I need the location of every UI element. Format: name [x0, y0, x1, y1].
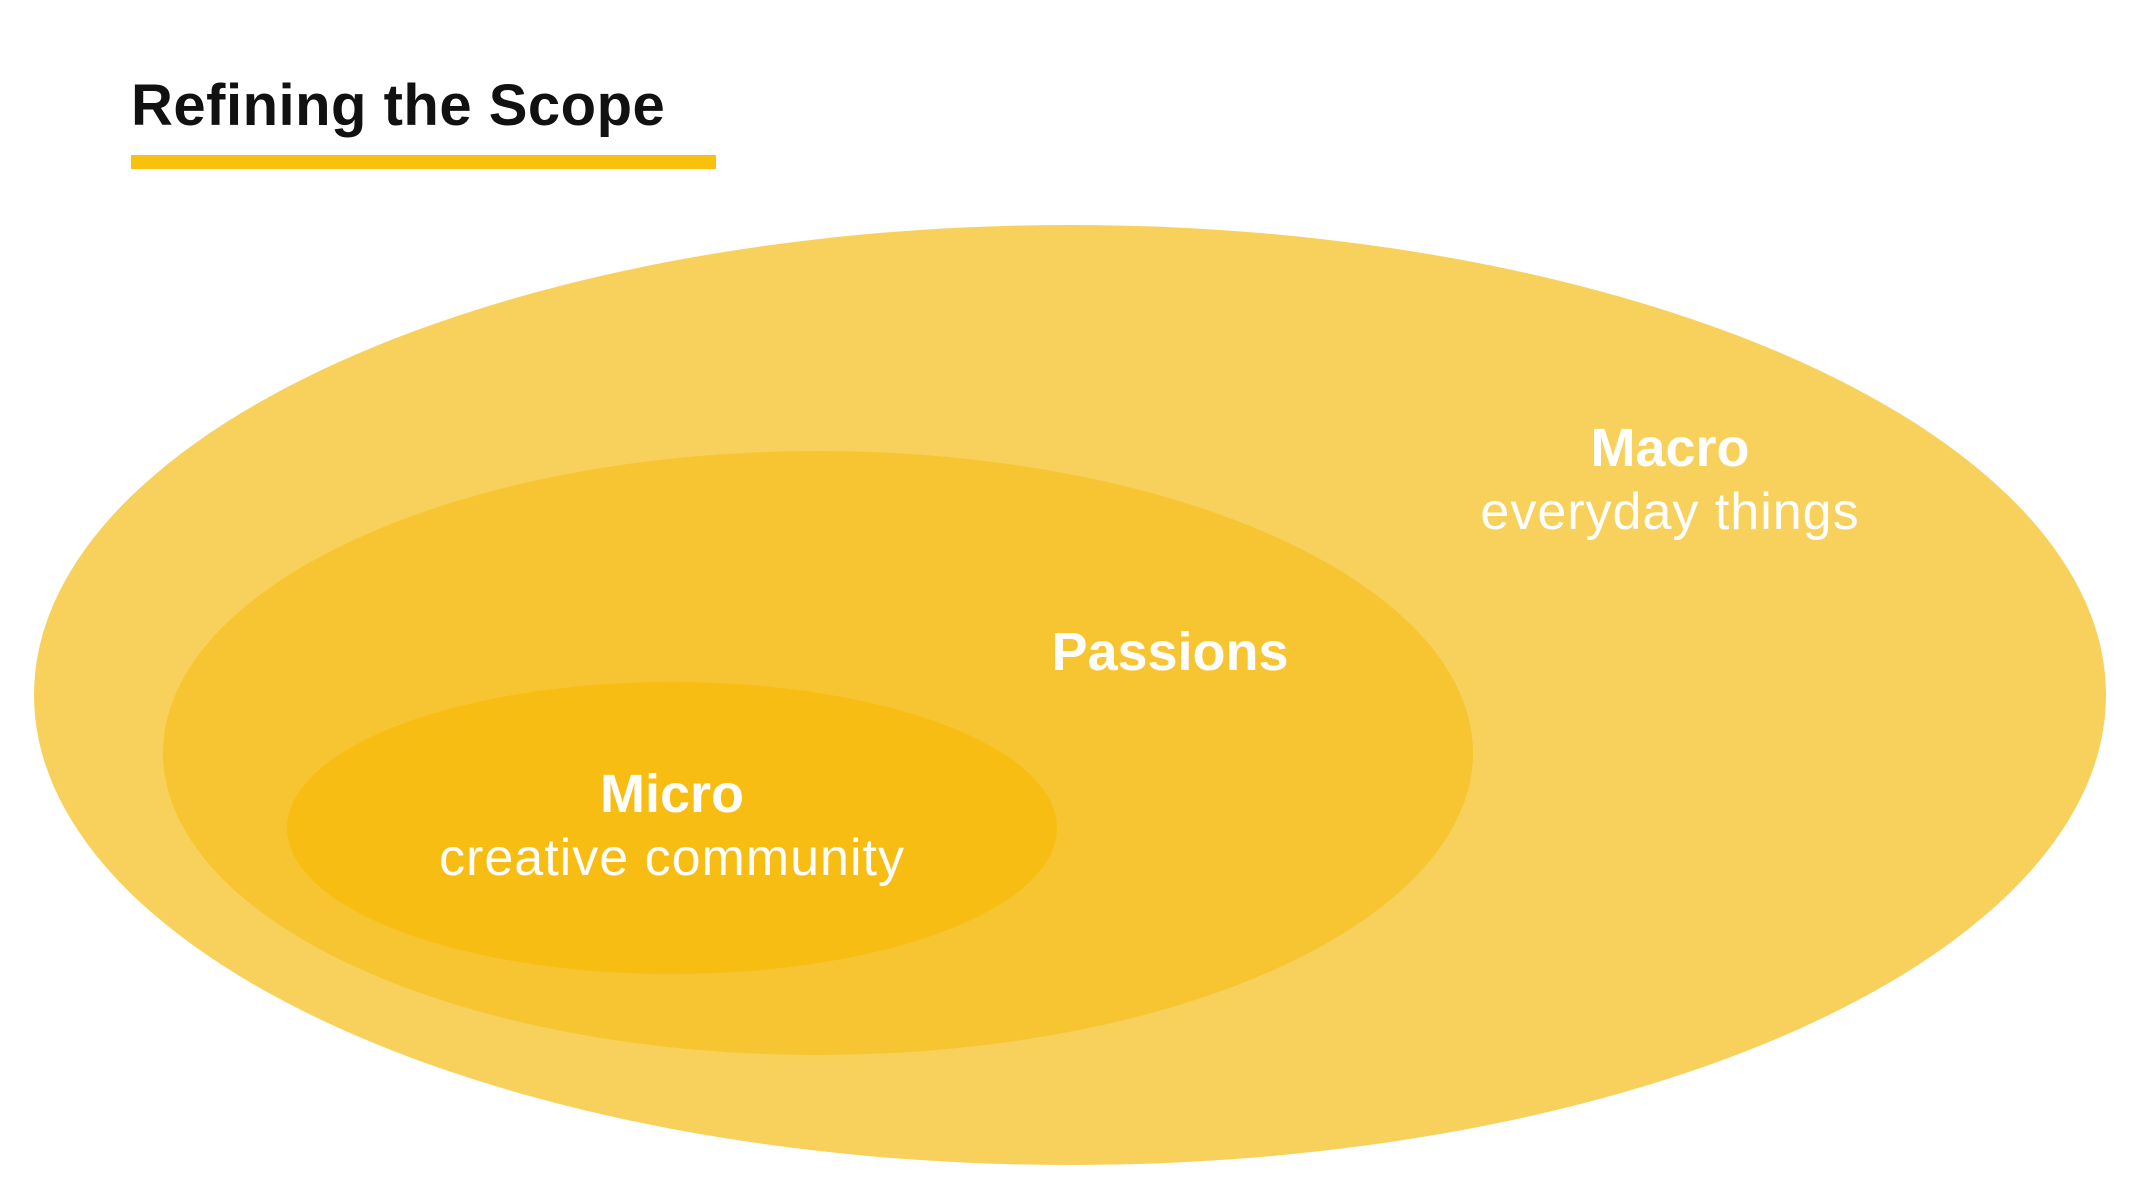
- macro-subtitle: everyday things: [1480, 483, 1860, 541]
- title-underline: [131, 155, 716, 169]
- passions-heading: Passions: [1051, 622, 1289, 682]
- passions-label: Passions: [1051, 620, 1288, 684]
- micro-label: Micro creative community: [439, 762, 905, 890]
- macro-label: Macro everyday things: [1480, 416, 1859, 544]
- macro-heading: Macro: [1590, 418, 1750, 478]
- micro-subtitle: creative community: [439, 829, 905, 887]
- micro-ellipse: [287, 682, 1057, 974]
- micro-heading: Micro: [599, 764, 745, 824]
- slide-title: Refining the Scope: [131, 73, 666, 138]
